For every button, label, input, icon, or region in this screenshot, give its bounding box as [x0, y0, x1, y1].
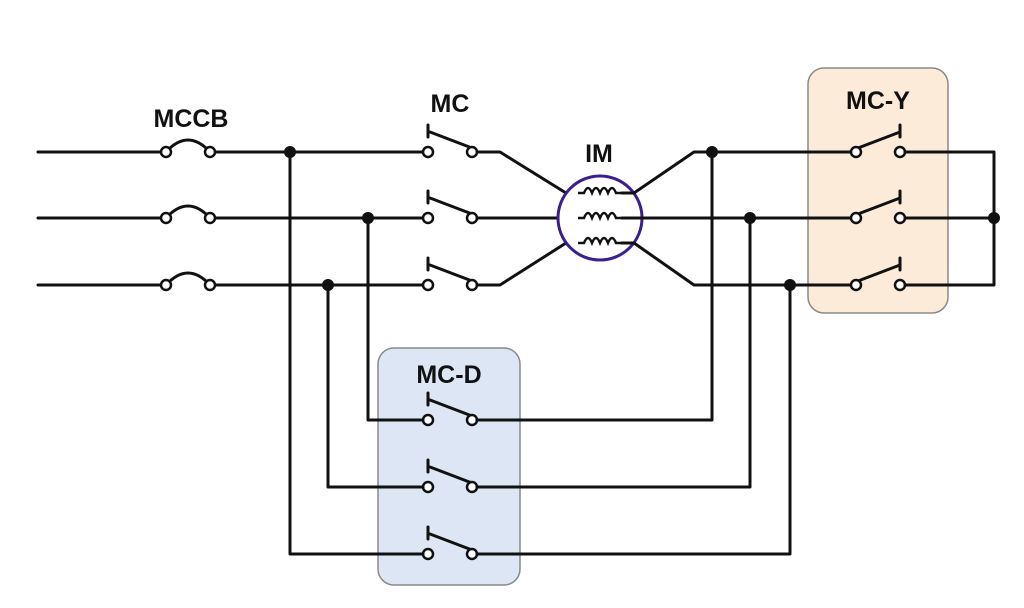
mc-y-pole-2 [849, 189, 907, 225]
im-label: IM [585, 140, 613, 168]
mc-pole-2 [421, 189, 479, 225]
mc-y-label: MC-Y [846, 87, 910, 115]
mc-contactor [421, 123, 479, 292]
mc-y-pole-1 [849, 123, 907, 159]
star-point-node [988, 212, 1000, 224]
mccb-pole-3 [159, 271, 217, 292]
mc-y-group-box [807, 67, 949, 314]
mc-pole-1 [421, 123, 479, 159]
mc-d-contactor [421, 391, 479, 561]
delta-motor-wiring [475, 150, 792, 556]
mc-d-label: MC-D [416, 361, 481, 389]
mc-d-pole-1 [421, 391, 479, 427]
motor-output-wiring [620, 150, 858, 287]
junction-nodes [284, 146, 796, 291]
mccb-pole-2 [159, 204, 217, 225]
motor-winding-3 [578, 236, 622, 247]
supply-lines [36, 150, 430, 287]
mc-d-group-box [377, 347, 521, 586]
mc-pole-3 [421, 256, 479, 292]
mccb-pole-1 [159, 138, 217, 159]
mc-label: MC [431, 90, 470, 118]
motor-winding-2 [578, 211, 622, 222]
mccb-breakers [159, 138, 217, 292]
delta-supply-wiring [288, 150, 425, 556]
mccb-label: MCCB [154, 105, 229, 133]
motor-winding-1 [578, 186, 622, 197]
mc-d-pole-3 [421, 525, 479, 561]
mc-y-contactor [849, 123, 1000, 292]
